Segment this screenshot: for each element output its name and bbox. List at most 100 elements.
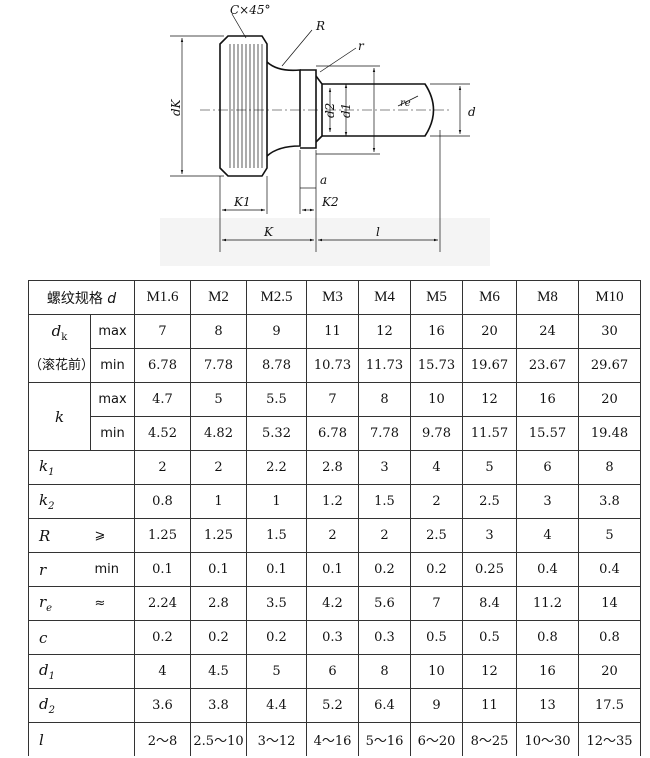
- dk-max-1: 8: [190, 314, 247, 349]
- row-c-5-qual: [90, 620, 135, 655]
- dk-min-3: 10.73: [306, 348, 359, 383]
- row-d1-6-label-symbol: d: [39, 661, 49, 679]
- row-re-4-label: re: [28, 586, 91, 621]
- dk-label-subscript: k: [61, 332, 68, 343]
- dk-max-8: 30: [578, 314, 641, 349]
- row-R-2-val-8: 5: [578, 518, 641, 553]
- row-re-4-val-4: 5.6: [358, 586, 411, 621]
- dk-max-label: max: [90, 314, 135, 349]
- dk-label: dk（滚花前）: [28, 314, 94, 383]
- label-radius-small: r: [358, 39, 365, 53]
- row-d2-7-val-2: 4.4: [246, 688, 307, 723]
- label-dk: dK: [169, 98, 183, 116]
- row-k1-0-label: k1: [28, 450, 91, 485]
- row-d2-7-label: d2: [28, 688, 91, 723]
- row-k2-1-qual: [90, 484, 135, 519]
- row-l-8-val-1: 2.5～10: [190, 722, 247, 756]
- k-max-1: 5: [190, 382, 247, 417]
- row-r-3-val-0: 0.1: [134, 552, 191, 587]
- row-d1-6-val-8: 20: [578, 654, 641, 689]
- row-l-8-val-5: 6～20: [410, 722, 463, 756]
- label-re: re: [400, 98, 411, 109]
- screw-outline: [219, 35, 435, 177]
- label-k2: K2: [321, 195, 339, 209]
- row-k1-0-val-7: 6: [516, 450, 579, 485]
- row-d2-7-label-subscript: 2: [48, 705, 55, 716]
- row-d1-6-val-1: 4.5: [190, 654, 247, 689]
- row-R-2-val-6: 3: [462, 518, 517, 553]
- row-d1-6-qual: [90, 654, 135, 689]
- row-R-2-label: R: [28, 518, 91, 553]
- row-k2-1-val-5: 2: [410, 484, 463, 519]
- row-r-3-val-3: 0.1: [306, 552, 359, 587]
- row-r-3-val-2: 0.1: [246, 552, 307, 587]
- row-re-4-val-5: 7: [410, 586, 463, 621]
- row-R-2-val-7: 4: [516, 518, 579, 553]
- row-d1-6-val-3: 6: [306, 654, 359, 689]
- row-d2-7-val-6: 11: [462, 688, 517, 723]
- row-c-5-val-1: 0.2: [190, 620, 247, 655]
- row-r-3-val-4: 0.2: [358, 552, 411, 587]
- size-header-8: M10: [578, 280, 641, 315]
- row-l-8-val-4: 5～16: [358, 722, 411, 756]
- row-c-5-val-3: 0.3: [306, 620, 359, 655]
- size-header-6: M6: [462, 280, 517, 315]
- row-l-8-label: l: [28, 722, 91, 756]
- row-r-3-val-1: 0.1: [190, 552, 247, 587]
- row-re-4-val-2: 3.5: [246, 586, 307, 621]
- dk-max-4: 12: [358, 314, 411, 349]
- row-r-3-label: r: [28, 552, 91, 587]
- row-re-4-label-symbol: r: [39, 593, 47, 611]
- row-k2-1-val-7: 3: [516, 484, 579, 519]
- dk-min-8: 29.67: [578, 348, 641, 383]
- k-max-3: 7: [306, 382, 359, 417]
- k-min-1: 4.82: [190, 416, 247, 451]
- dk-min-1: 7.78: [190, 348, 247, 383]
- dk-min-5: 15.73: [410, 348, 463, 383]
- row-k2-1-label-subscript: 2: [48, 501, 55, 512]
- thumb-screw-drawing: C×45° R r dK d2 d1 d re a K1 K2 K l: [150, 0, 500, 272]
- k-min-8: 19.48: [578, 416, 641, 451]
- row-d1-6-val-0: 4: [134, 654, 191, 689]
- header-label-text: 螺纹规格: [46, 290, 108, 307]
- row-k1-0-val-2: 2.2: [246, 450, 307, 485]
- row-r-3-val-7: 0.4: [516, 552, 579, 587]
- k-min-3: 6.78: [306, 416, 359, 451]
- label-d1: d1: [339, 103, 353, 118]
- k-max-8: 20: [578, 382, 641, 417]
- k-min-7: 15.57: [516, 416, 579, 451]
- row-k1-0-val-5: 4: [410, 450, 463, 485]
- size-header-0: M1.6: [134, 280, 191, 315]
- row-R-2-val-3: 2: [306, 518, 359, 553]
- k-label-symbol: k: [54, 407, 65, 426]
- label-k1: K1: [233, 195, 251, 209]
- k-max-0: 4.7: [134, 382, 191, 417]
- row-d2-7-val-5: 9: [410, 688, 463, 723]
- row-r-3-qual: min: [90, 552, 135, 587]
- row-d2-7-qual: [90, 688, 135, 723]
- size-header-5: M5: [410, 280, 463, 315]
- row-k2-1-val-4: 1.5: [358, 484, 411, 519]
- row-l-8-val-2: 3～12: [246, 722, 307, 756]
- row-k1-0-val-0: 2: [134, 450, 191, 485]
- row-r-3-val-6: 0.25: [462, 552, 517, 587]
- dk-max-6: 20: [462, 314, 517, 349]
- row-k2-1-val-8: 3.8: [578, 484, 641, 519]
- row-d2-7-val-3: 5.2: [306, 688, 359, 723]
- row-d2-7-label-symbol: d: [39, 695, 49, 713]
- label-d: d: [468, 105, 476, 119]
- row-c-5-label: c: [28, 620, 91, 655]
- row-k2-1-val-2: 1: [246, 484, 307, 519]
- row-R-2-val-2: 1.5: [246, 518, 307, 553]
- row-l-8-val-7: 10～30: [516, 722, 579, 756]
